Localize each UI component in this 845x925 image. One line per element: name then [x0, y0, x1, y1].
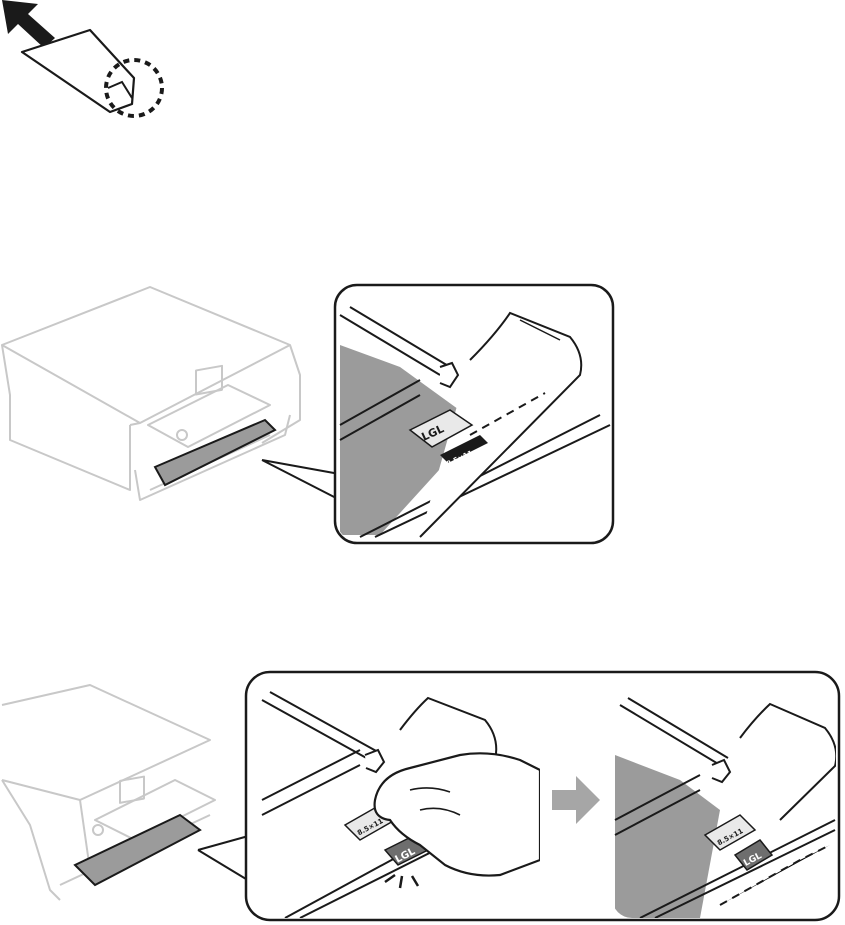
- printer-icon: [2, 287, 300, 500]
- step2-panel: LGL 8.5×11: [0, 275, 845, 550]
- step3-callout: [246, 672, 839, 920]
- step3-illustration: 8.5×11 LGL: [0, 660, 845, 925]
- paper-tray-paper: [75, 815, 200, 885]
- paper-cassette-guide-icon: LGL 8.5×11: [335, 285, 613, 543]
- step1-panel: [0, 0, 845, 140]
- arrow-up-left-icon: [2, 0, 55, 48]
- step2-illustration: LGL 8.5×11: [0, 275, 845, 550]
- step3-panel: 8.5×11 LGL: [0, 660, 845, 925]
- step1-illustration: [0, 0, 845, 140]
- paper-tray-paper: [155, 420, 275, 485]
